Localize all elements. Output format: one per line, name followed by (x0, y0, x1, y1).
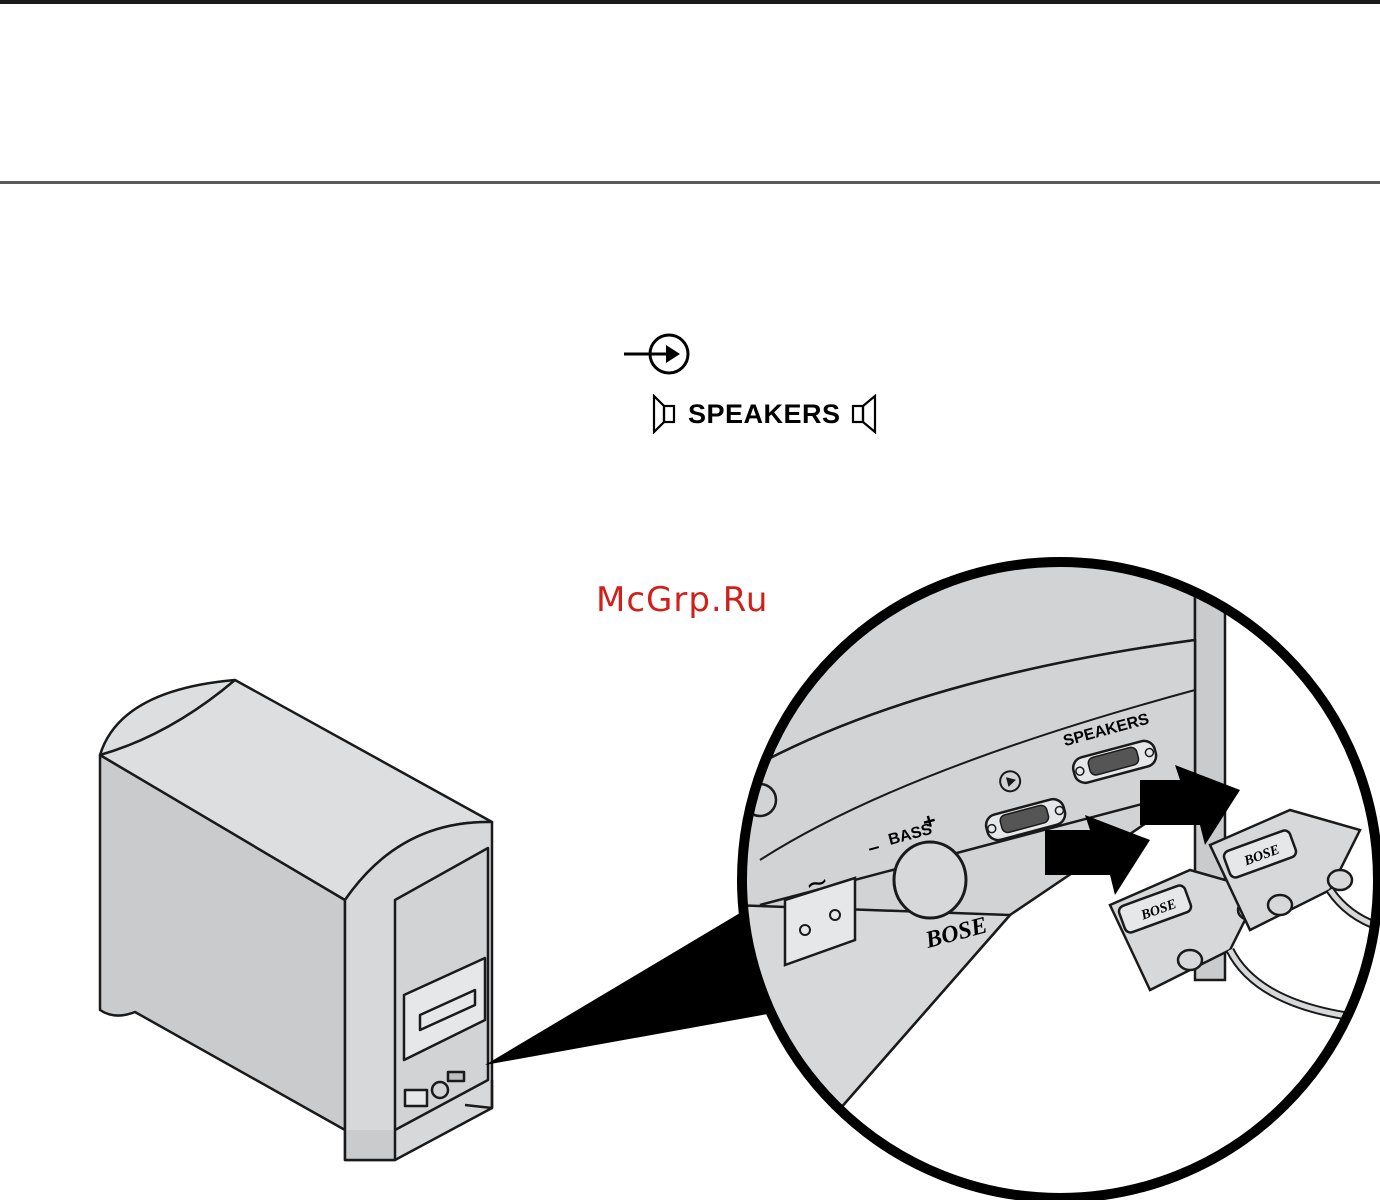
subwoofer-module (100, 680, 492, 1160)
subwoofer-connection-illustration: ~ – BASS + BOSE SPEAKERS (0, 540, 1380, 1200)
speakers-legend: SPEAKERS (652, 392, 877, 436)
section-rule (0, 181, 1380, 184)
top-rule (0, 0, 1380, 4)
input-arrow-icon (620, 332, 700, 380)
speaker-left-icon (652, 394, 680, 434)
speakers-label: SPEAKERS (688, 399, 841, 430)
speaker-right-icon (849, 394, 877, 434)
